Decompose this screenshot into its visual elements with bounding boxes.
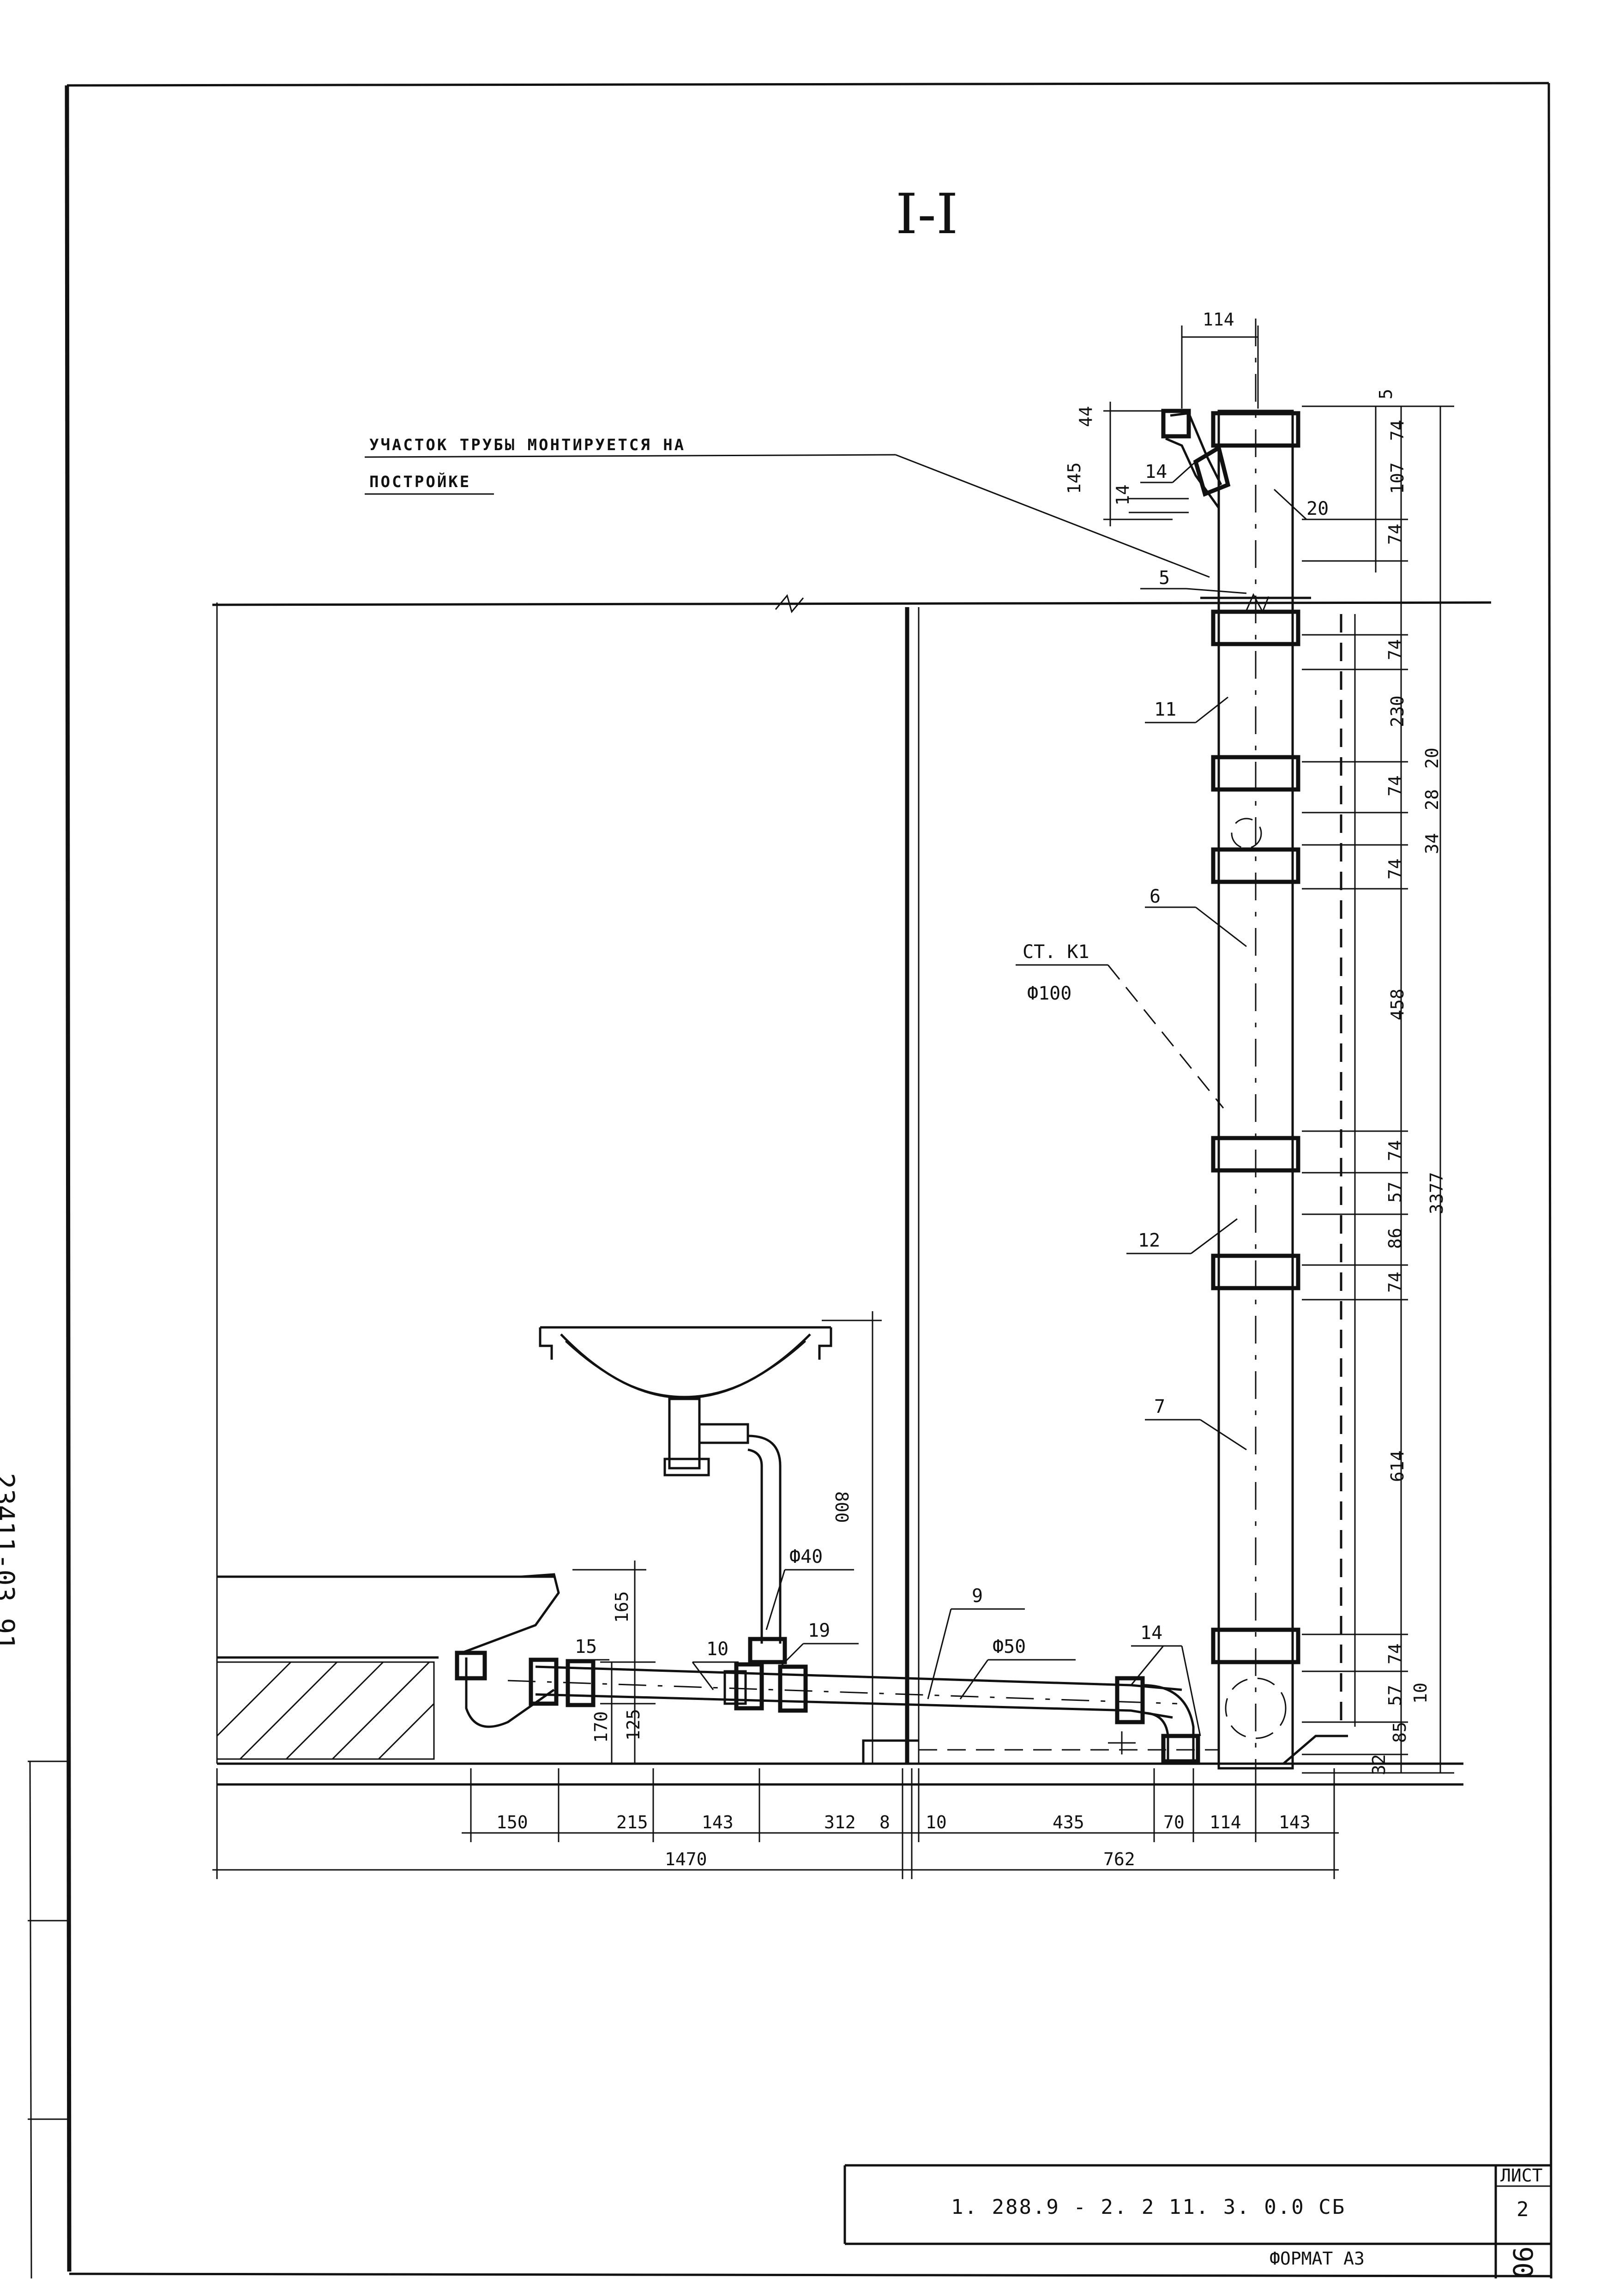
callout-5: 5 [1159, 567, 1170, 589]
dim-sink-165: 165 [612, 1591, 632, 1623]
dim-right-74g: 74 [1385, 1272, 1405, 1293]
top-dimensions: 114 44 145 14 [1064, 309, 1259, 526]
callout-14-top: 14 [1145, 461, 1167, 482]
dim-right-57a: 57 [1385, 1181, 1405, 1203]
mounting-note: УЧАСТОК ТРУБЫ МОНТИРУЕТСЯ НА ПОСТРОЙКЕ [364, 436, 1210, 578]
dim-right-57b: 57 [1385, 1685, 1405, 1706]
floor-hatching [216, 1661, 435, 1760]
dim-bottom-150: 150 [496, 1812, 528, 1832]
note-line2: ПОСТРОЙКЕ [369, 472, 471, 491]
callout-20: 20 [1306, 498, 1329, 519]
dim-bottom-762: 762 [1103, 1849, 1135, 1869]
dim-right-5: 5 [1376, 389, 1396, 399]
dim-bottom-70: 70 [1163, 1812, 1185, 1832]
riser-socket-bands [1211, 411, 1300, 1664]
dim-sink-800: 800 [831, 1491, 852, 1523]
dim-top-114: 114 [1203, 309, 1234, 330]
riser-diameter: Ф100 [1027, 983, 1071, 1004]
bottom-dimensions: 150 215 143 312 8 10 435 70 114 143 1470… [212, 1768, 1339, 1879]
dim-bottom-215: 215 [616, 1812, 648, 1832]
callout-9: 9 [972, 1585, 983, 1607]
callout-12: 12 [1138, 1230, 1160, 1251]
dim-bottom-435: 435 [1053, 1812, 1084, 1832]
riser-pipe [1200, 319, 1311, 1791]
dim-right-10: 10 [1410, 1682, 1431, 1704]
dim-right-74d: 74 [1385, 775, 1405, 796]
bathtub [216, 1573, 560, 1760]
callout-11: 11 [1154, 699, 1176, 720]
dim-right-458: 458 [1387, 988, 1408, 1020]
sheet-frame [28, 82, 1553, 2279]
callout-14-bottom: 14 [1140, 1622, 1162, 1644]
dim-right-74c: 74 [1385, 639, 1405, 660]
dim-right-230: 230 [1387, 695, 1408, 727]
dim-bottom-143b: 143 [1279, 1812, 1311, 1832]
sheet-number: 2 [1517, 2198, 1530, 2221]
callout-19: 19 [808, 1620, 830, 1641]
revision-cleanout-lower [1225, 1677, 1287, 1739]
dim-top-14: 14 [1113, 484, 1133, 506]
dim-right-3377: 3377 [1426, 1172, 1447, 1214]
dim-right-32: 32 [1369, 1754, 1389, 1775]
dim-bottom-312: 312 [824, 1812, 856, 1832]
side-number: 06 [1508, 2246, 1539, 2278]
dim-bottom-8: 8 [879, 1812, 890, 1832]
top-tee-branch [1161, 409, 1231, 509]
dim-bottom-1470: 1470 [665, 1849, 707, 1869]
dim-right-85: 85 [1390, 1722, 1410, 1743]
drain-sockets [529, 1657, 1145, 1724]
dim-right-74h: 74 [1385, 1643, 1405, 1664]
dim-right-74b: 74 [1385, 524, 1405, 545]
dim-sink-170: 170 [591, 1711, 611, 1743]
dim-bottom-10: 10 [926, 1812, 947, 1832]
dim-right-74e: 74 [1385, 858, 1405, 880]
dim-right-74f: 74 [1385, 1140, 1405, 1161]
archive-code: 23411-03 91 [0, 1473, 20, 1650]
dim-top-44: 44 [1076, 406, 1096, 427]
callout-6: 6 [1150, 886, 1161, 907]
dim-right-86: 86 [1385, 1228, 1405, 1249]
dim-right-20: 20 [1422, 747, 1442, 769]
callout-10: 10 [706, 1639, 728, 1660]
dim-sink-125: 125 [623, 1709, 644, 1741]
riser-label: СТ. К1 [1023, 941, 1089, 963]
callouts: 20 14 5 11 6 СТ. К1 Ф100 12 7 9 Ф50 14 [568, 461, 1343, 1736]
revision-cleanout-upper [1231, 818, 1262, 849]
dim-top-145: 145 [1064, 462, 1084, 494]
diameter-40: Ф40 [789, 1546, 823, 1567]
dim-right-614: 614 [1387, 1450, 1408, 1482]
title-block: 1. 288.9 - 2. 2 11. 3. 0.0 СБ ЛИСТ 2 ФОР… [843, 2164, 1551, 2278]
callout-7: 7 [1154, 1396, 1165, 1417]
dim-right-34: 34 [1422, 833, 1442, 854]
note-line1: УЧАСТОК ТРУБЫ МОНТИРУЕТСЯ НА [369, 436, 686, 454]
dim-bottom-114: 114 [1210, 1812, 1241, 1832]
sheet-label: ЛИСТ [1500, 2165, 1543, 2186]
drawing-code: 1. 288.9 - 2. 2 11. 3. 0.0 СБ [951, 2195, 1346, 2219]
right-dimensions: 5 74 107 74 74 230 74 20 28 34 74 458 74… [1302, 389, 1454, 1775]
section-title: I-I [896, 182, 958, 247]
dim-right-74a: 74 [1387, 420, 1408, 441]
diameter-50: Ф50 [993, 1636, 1026, 1657]
dim-bottom-143a: 143 [702, 1812, 734, 1832]
callout-15: 15 [575, 1636, 597, 1657]
dim-right-107: 107 [1387, 462, 1408, 494]
sink-dimensions: 800 165 170 125 [572, 1311, 882, 1764]
format-label: ФОРМАТ А3 [1270, 2248, 1365, 2269]
dim-right-28: 28 [1422, 789, 1442, 810]
washbasin [539, 1326, 832, 1664]
